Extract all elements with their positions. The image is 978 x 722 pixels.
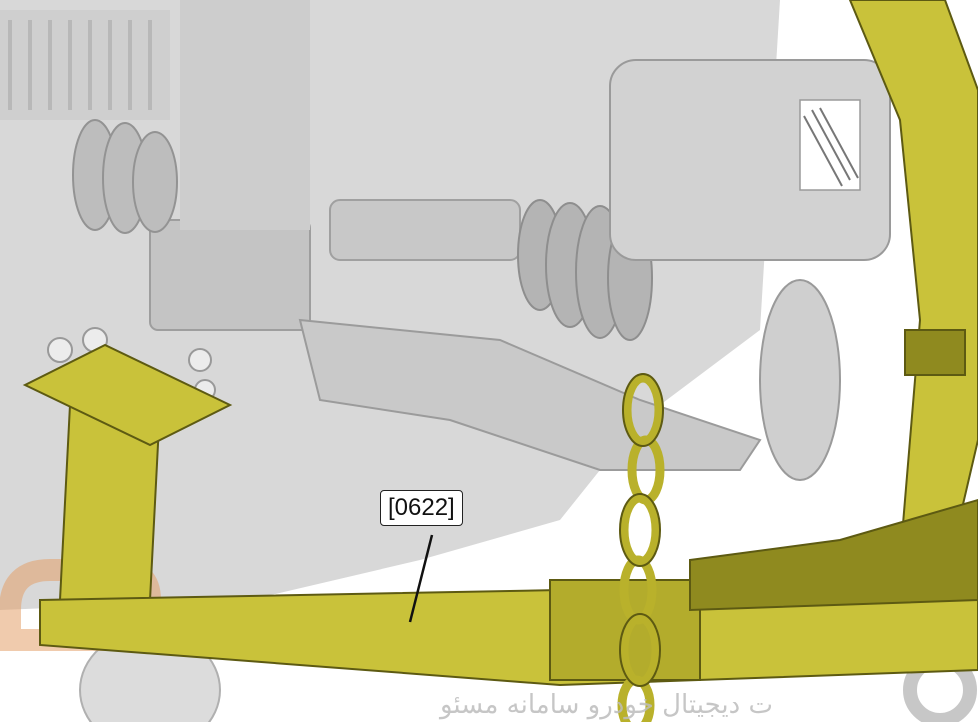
cv-boot [517,199,653,341]
callout-leader-line [408,534,434,623]
vehicle-underbody [0,0,891,722]
part-callout-label: [0622] [380,490,463,526]
engine-support-tool [22,0,978,722]
support-chain [617,373,665,722]
watermark-caption: ت دیجیتال خودرو سامانه مسئو [440,690,773,720]
brake-disc [759,279,841,481]
